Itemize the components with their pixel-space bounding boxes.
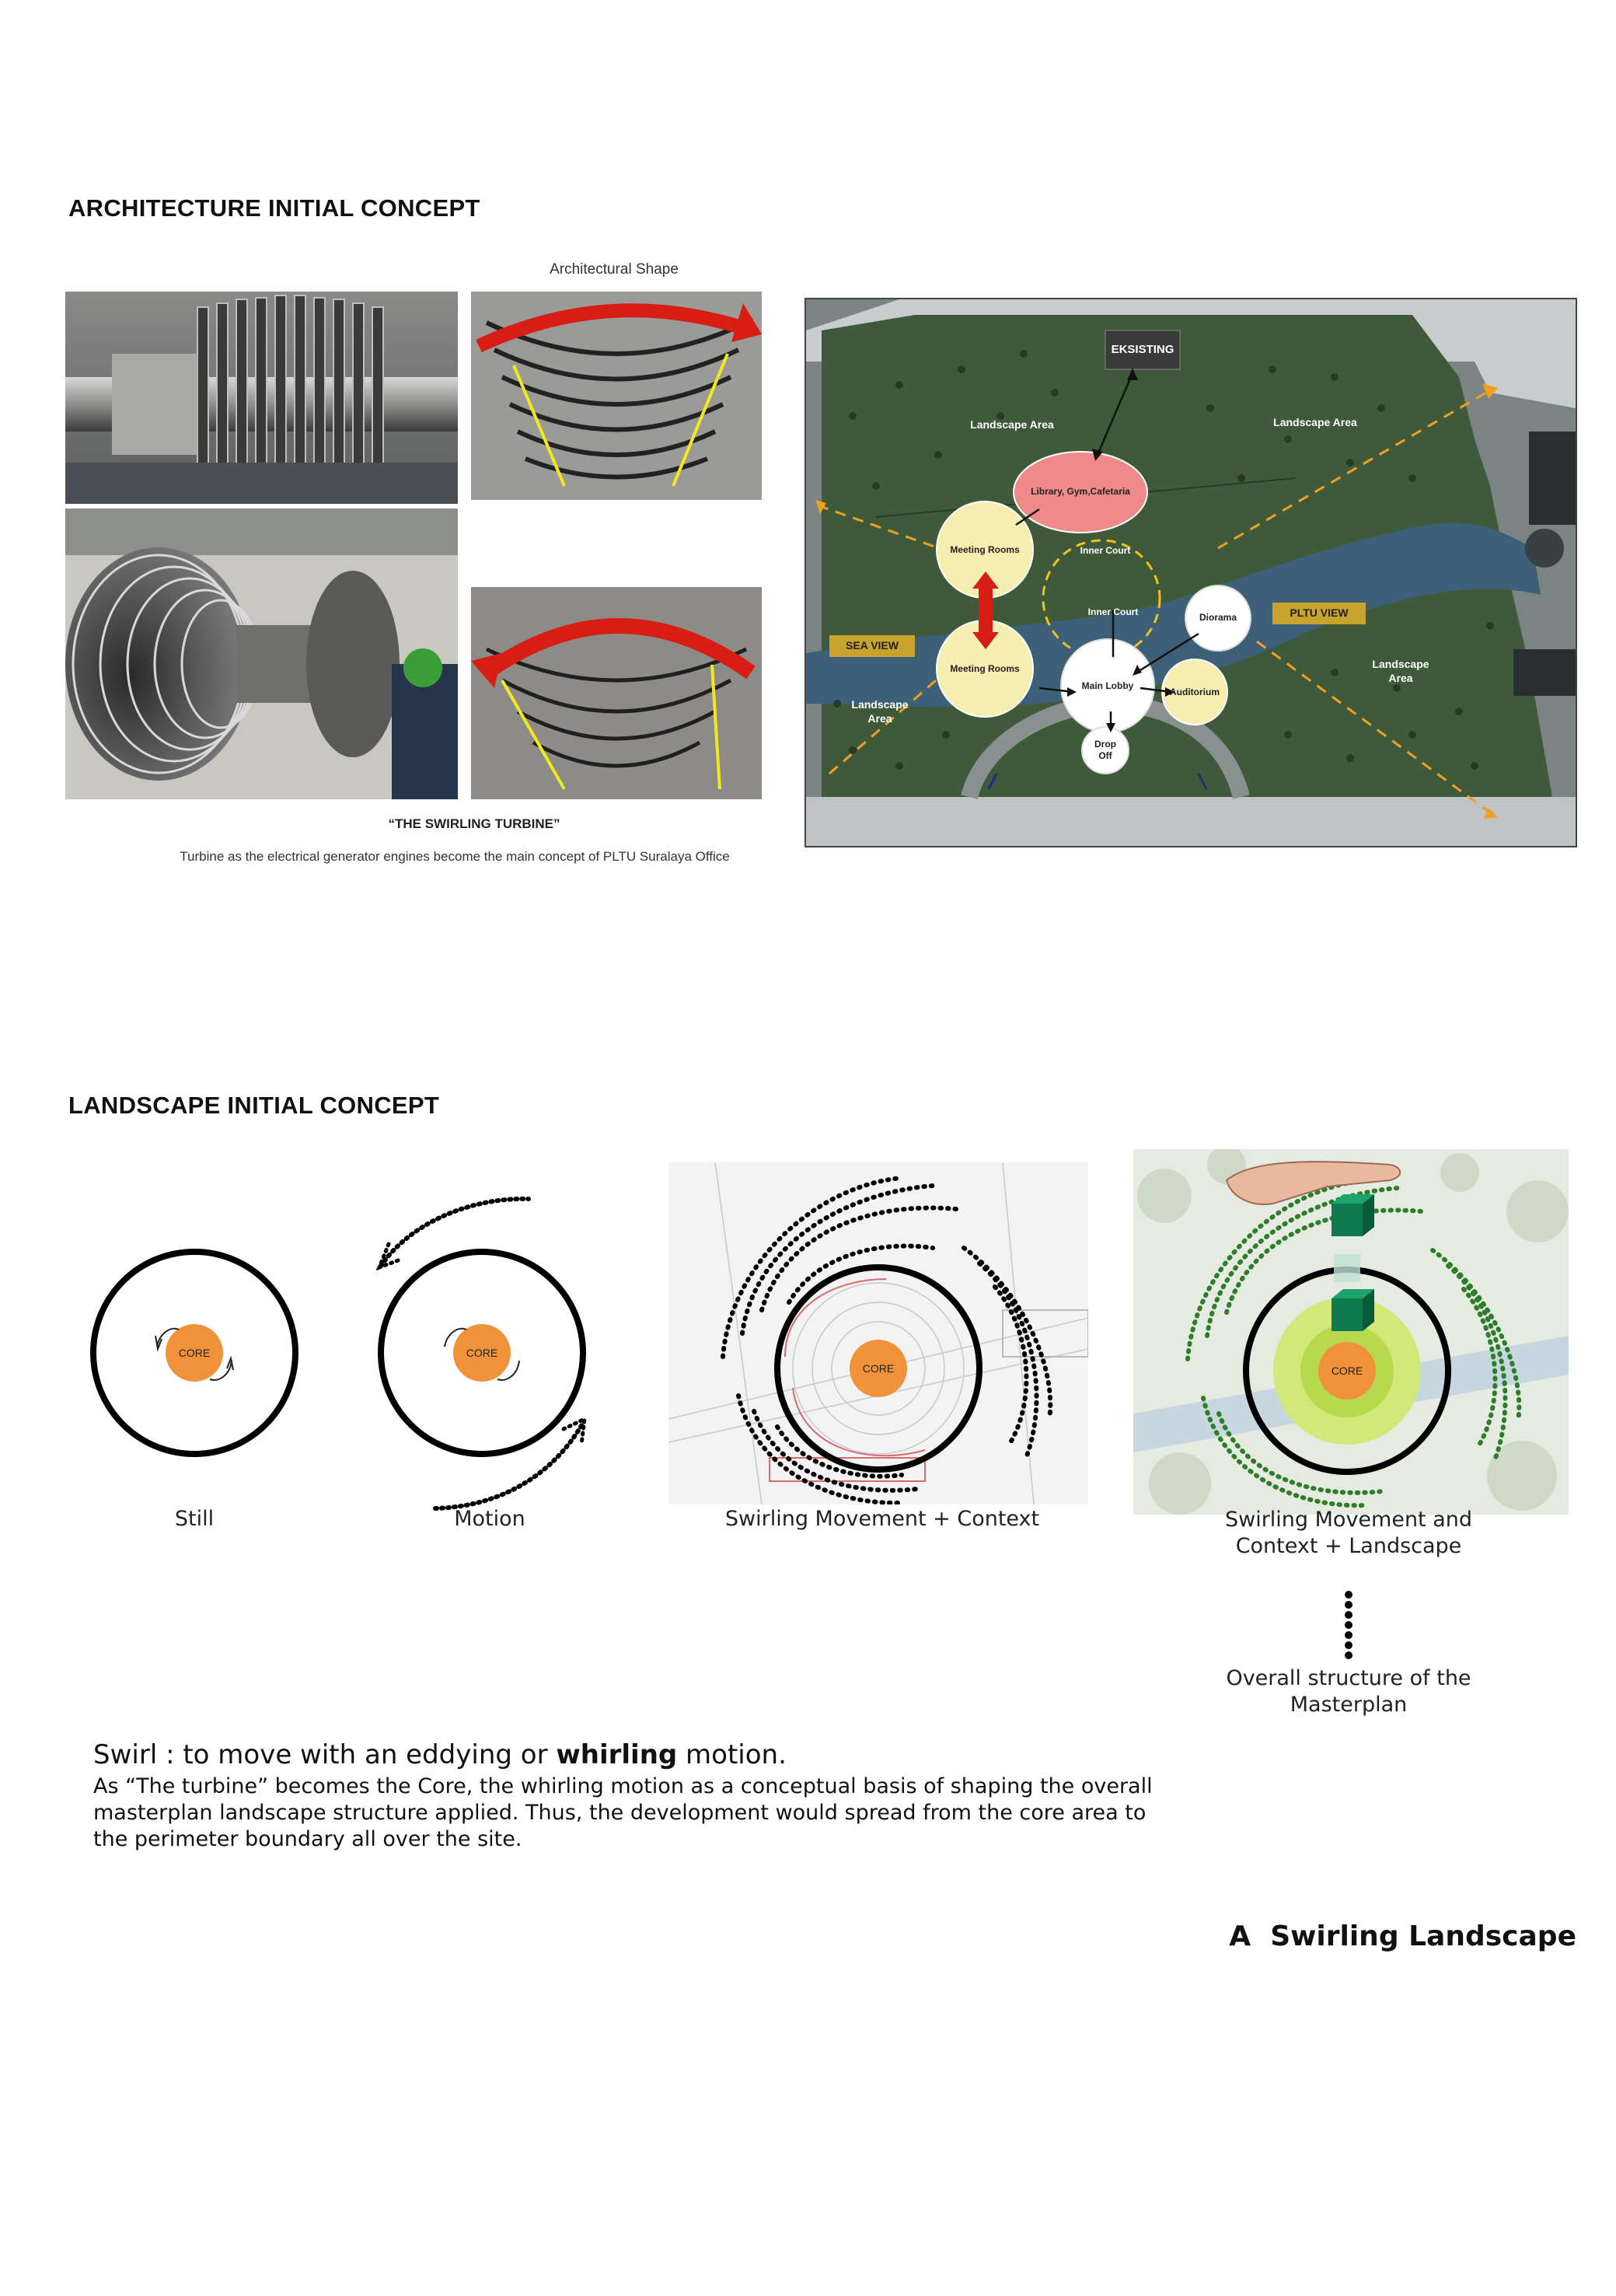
drop-off-label: Drop Off bbox=[1082, 739, 1129, 762]
overall-structure-line-2: Masterplan bbox=[1166, 1692, 1531, 1718]
inner-court-label-2: Inner Court bbox=[1074, 606, 1152, 617]
swirl-definition-bold: whirling bbox=[556, 1739, 677, 1770]
inner-court-label-1: Inner Court bbox=[1066, 545, 1144, 556]
landscape-area-3-line-2: Area bbox=[837, 711, 923, 725]
swirl-definition-prefix: Swirl : to move with an eddying or bbox=[93, 1739, 556, 1770]
pltu-view-label: PLTU VIEW bbox=[1272, 606, 1366, 619]
landscape-area-label-4: Landscape Area bbox=[1358, 657, 1443, 685]
motion-caption: Motion bbox=[412, 1507, 567, 1531]
core-label-1: CORE bbox=[163, 1347, 225, 1359]
landscape-area-label-1: Landscape Area bbox=[950, 418, 1074, 431]
turbine-photo-1 bbox=[65, 292, 458, 504]
motion-diagram: CORE bbox=[365, 1182, 599, 1524]
site-plan: EKSISTING Landscape Area Landscape Area … bbox=[805, 298, 1577, 847]
sea-view-label: SEA VIEW bbox=[829, 639, 915, 652]
library-label: Library, Gym,Cafetaria bbox=[1016, 486, 1145, 497]
swirling-turbine-title: “THE SWIRLING TURBINE” bbox=[326, 816, 622, 832]
main-lobby-label: Main Lobby bbox=[1069, 680, 1147, 691]
drop-off-line-2: Off bbox=[1082, 750, 1129, 762]
dotted-connector bbox=[1342, 1590, 1355, 1664]
swirl-context-diagram: CORE bbox=[668, 1162, 1088, 1504]
swirl-landscape-caption-line-1: Swirling Movement and bbox=[1166, 1507, 1531, 1533]
landscape-area-3-line-1: Landscape bbox=[837, 697, 923, 711]
drop-off-line-1: Drop bbox=[1082, 739, 1129, 750]
swirl-description-line-1: As “The turbine” becomes the Core, the w… bbox=[93, 1774, 1259, 1800]
landscape-area-label-3: Landscape Area bbox=[837, 697, 923, 725]
turbine-shape-photo-1 bbox=[471, 292, 762, 500]
swirl-landscape-caption-line-2: Context + Landscape bbox=[1166, 1533, 1531, 1560]
landscape-area-4-line-2: Area bbox=[1358, 671, 1443, 685]
footer-title: A Swirling Landscape bbox=[1166, 1920, 1576, 1952]
diorama-label: Diorama bbox=[1187, 612, 1249, 623]
swirl-landscape-diagram: CORE bbox=[1133, 1149, 1569, 1515]
core-label-2: CORE bbox=[451, 1347, 513, 1359]
swirl-description: As “The turbine” becomes the Core, the w… bbox=[93, 1774, 1259, 1853]
landscape-area-4-line-1: Landscape bbox=[1358, 657, 1443, 671]
still-diagram: CORE bbox=[86, 1244, 303, 1462]
swirl-context-caption: Swirling Movement + Context bbox=[700, 1507, 1065, 1531]
meeting-rooms-label-1: Meeting Rooms bbox=[938, 544, 1031, 555]
turbine-caption: Turbine as the electrical generator engi… bbox=[117, 849, 793, 865]
turbine-photo-2 bbox=[65, 508, 458, 799]
auditorium-label: Auditorium bbox=[1162, 687, 1227, 697]
overall-structure-line-1: Overall structure of the bbox=[1166, 1665, 1531, 1692]
turbine-shape-photo-2 bbox=[471, 587, 762, 799]
overall-structure-caption: Overall structure of the Masterplan bbox=[1166, 1665, 1531, 1718]
architectural-shape-label: Architectural Shape bbox=[482, 261, 746, 278]
landscape-heading: LANDSCAPE INITIAL CONCEPT bbox=[68, 1092, 439, 1120]
swirl-description-line-2: masterplan landscape structure applied. … bbox=[93, 1800, 1259, 1826]
landscape-area-label-2: Landscape Area bbox=[1253, 416, 1377, 428]
core-label-3: CORE bbox=[847, 1362, 909, 1375]
swirl-landscape-caption: Swirling Movement and Context + Landscap… bbox=[1166, 1507, 1531, 1560]
still-caption: Still bbox=[117, 1507, 272, 1531]
architecture-heading: ARCHITECTURE INITIAL CONCEPT bbox=[68, 194, 480, 222]
meeting-rooms-label-2: Meeting Rooms bbox=[938, 663, 1031, 674]
core-label-4: CORE bbox=[1316, 1365, 1378, 1377]
swirl-definition-suffix: motion. bbox=[677, 1739, 787, 1770]
eksisting-label: EKSISTING bbox=[1101, 343, 1184, 356]
swirl-definition: Swirl : to move with an eddying or whirl… bbox=[93, 1739, 787, 1770]
swirl-description-line-3: the perimeter boundary all over the site… bbox=[93, 1826, 1259, 1853]
